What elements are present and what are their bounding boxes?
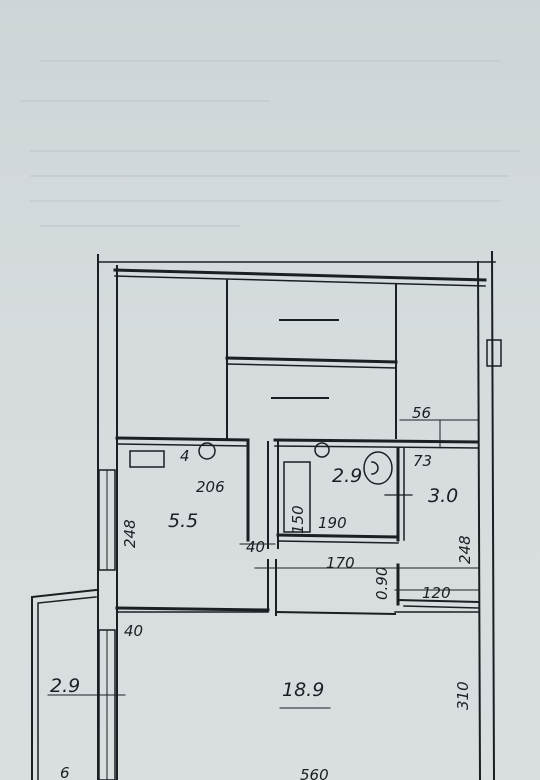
wall-40-room-label: 40 xyxy=(124,622,143,640)
toilet-icon xyxy=(363,451,393,485)
sink-icon xyxy=(129,450,165,468)
corner-mark-label: 73 xyxy=(413,452,432,470)
corridor-width-label: 120 xyxy=(422,584,451,602)
corridor-area-label: 3.0 xyxy=(428,485,458,507)
bathroom-area-label: 5.5 xyxy=(168,510,198,532)
top-wall xyxy=(97,261,496,287)
drain-icon xyxy=(198,442,216,460)
wc-width-label: 190 xyxy=(318,514,347,532)
valve-icon xyxy=(314,442,330,458)
bath-height-label: 248 xyxy=(121,519,139,548)
bath-width-label: 206 xyxy=(196,478,225,496)
wc-walls xyxy=(276,446,480,609)
bathroom-walls xyxy=(115,438,397,616)
faded-text-bleed xyxy=(0,0,540,250)
wall-40-left-label: 40 xyxy=(246,538,265,556)
door-gap-label: 0.90 xyxy=(373,567,391,600)
left-wall xyxy=(97,254,118,780)
wardrobe-block xyxy=(225,279,398,439)
dimension-lines xyxy=(47,419,479,709)
balcony-outline xyxy=(31,588,98,780)
small-mark-label: 4 xyxy=(180,447,190,465)
wc-area-label: 2.9 xyxy=(332,465,362,487)
right-wall xyxy=(476,250,502,780)
closet-width-label: 56 xyxy=(412,404,431,422)
tub-length-label: 150 xyxy=(289,505,307,534)
room-width-label: 560 xyxy=(300,766,329,780)
passage-width-label: 170 xyxy=(326,554,355,572)
room-height-label: 310 xyxy=(454,681,472,710)
balcony-area-label: 2.9 xyxy=(50,675,80,697)
main-room-area-label: 18.9 xyxy=(282,679,324,701)
corridor-height-label: 248 xyxy=(456,535,474,564)
balcony-mark-label: 6 xyxy=(60,764,70,780)
bath-partition-top xyxy=(115,436,480,449)
bathtub-icon xyxy=(283,461,311,533)
